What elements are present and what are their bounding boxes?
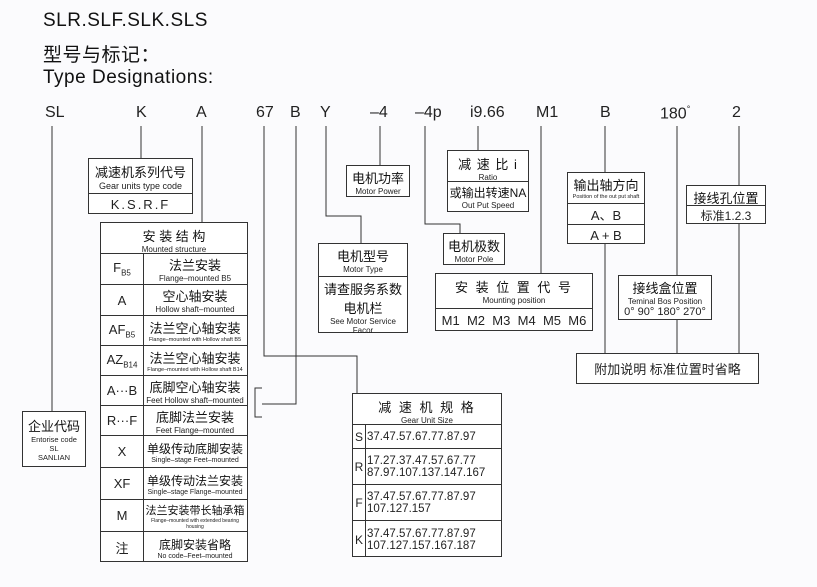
gear-unit-size-table: 减 速 机 规 格 Gear Unit Size S 37.47.57.67.7… [352, 393, 502, 557]
code-ratio: i9.66 [470, 104, 505, 121]
motor-type-service-cn: 请查服务系数 [323, 282, 402, 297]
ratio-en: Ratio [478, 173, 498, 182]
terminal-box-values: 0° 90° 180° 270° [624, 306, 706, 318]
gear-units-type-en: Gear units type code [98, 181, 183, 191]
ratio-speed-cn: 或输出转速NA [449, 186, 527, 200]
mounting-position-values: M1 M2 M3 M4 M5 M6 [436, 308, 592, 332]
ratio-cn: 减 速 比 i [458, 157, 518, 172]
cable-hole-value: 标准1.2.3 [687, 205, 765, 225]
output-shaft-option-ab: A、B [568, 203, 644, 224]
gear-unit-size-en: Gear Unit Size [400, 416, 454, 425]
mounting-position-box: 安 装 位 置 代 号 Mounting position M1 M2 M3 M… [435, 273, 593, 331]
code-a: A [196, 104, 207, 121]
mounting-position-en: Mounting position [482, 296, 546, 305]
output-shaft-box: 输出轴方向 Position of the out put shaft A、B … [567, 172, 645, 244]
code-2: 2 [732, 104, 741, 121]
code-m1: M1 [536, 104, 559, 121]
output-shaft-option-a-plus-b: A + B [568, 224, 644, 245]
motor-type-cn: 电机型号 [336, 249, 389, 264]
subtitle-en: Type Designations: [43, 67, 214, 88]
enterprise-sanlian: SANLIAN [37, 453, 71, 462]
motor-pole-box: 电机极数 Motor Pole [443, 233, 505, 265]
motor-type-column-cn: 电机栏 [343, 301, 383, 316]
terminal-box-cn: 接线盒位置 [632, 281, 698, 296]
mounted-divider [143, 253, 144, 561]
motor-power-box: 电机功率 Motor Power [346, 165, 410, 197]
enterprise-sl: SL [49, 444, 59, 453]
motor-power-en: Motor Power [355, 187, 401, 196]
enterprise-en: Entorise code [31, 435, 77, 444]
gear-size-row-s: S 37.47.57.67.77.87.97 [353, 424, 501, 448]
note-box: 附加说明 标准位置时省略 [576, 353, 759, 384]
gear-units-type-cn: 减速机系列代号 [94, 165, 186, 180]
motor-type-box: 电机型号 Motor Type 请查服务系数 电机栏 See Motor Ser… [318, 243, 408, 335]
subtitle-cn: 型号与标记： [43, 45, 161, 66]
output-shaft-en: Position of the out put shaft [572, 194, 640, 200]
page-title: SLR.SLF.SLK.SLS [43, 10, 208, 31]
motor-type-facor-en: Facor [352, 326, 374, 335]
mounted-structure-en: Mounted structure [141, 245, 207, 254]
ratio-speed-en: Out Put Speed [461, 201, 515, 210]
gear-size-divider [365, 424, 366, 556]
cable-hole-cn: 接线孔位置 [693, 191, 759, 206]
output-shaft-cn: 输出轴方向 [573, 178, 639, 193]
code-pole: –4p [415, 104, 442, 121]
cable-hole-box: 接线孔位置 标准1.2.3 [686, 185, 766, 224]
code-k: K [136, 104, 147, 121]
code-180: 180° [660, 104, 691, 123]
code-67: 67 [256, 104, 274, 121]
terminal-box-position-box: 接线盒位置 Teminal Bos Position 0° 90° 180° 2… [618, 275, 712, 320]
motor-pole-en: Motor Pole [454, 255, 494, 264]
code-power: –4 [370, 104, 388, 121]
code-sl: SL [45, 104, 65, 121]
enterprise-cn: 企业代码 [27, 419, 80, 434]
ratio-box: 减 速 比 i Ratio 或输出转速NA Out Put Speed [447, 150, 529, 212]
gear-unit-size-cn: 减 速 机 规 格 [378, 400, 476, 415]
mounting-position-cn: 安 装 位 置 代 号 [454, 280, 574, 295]
gear-units-type-value: K.S.R.F [89, 193, 192, 215]
enterprise-code-box: 企业代码 Entorise code SL SANLIAN [22, 411, 86, 467]
mounted-structure-cn: 安 装 结 构 [142, 229, 206, 244]
motor-type-service-en: See Motor Service [330, 317, 396, 326]
gear-units-type-box: 减速机系列代号 Gear units type code K.S.R.F [88, 158, 193, 214]
motor-power-cn: 电机功率 [351, 171, 404, 186]
motor-pole-cn: 电机极数 [447, 239, 500, 254]
terminal-box-en: Teminal Bos Position [627, 297, 703, 306]
motor-type-en: Motor Type [343, 265, 383, 274]
code-shaft-b: B [600, 104, 611, 121]
code-y: Y [320, 104, 331, 121]
code-b: B [290, 104, 301, 121]
